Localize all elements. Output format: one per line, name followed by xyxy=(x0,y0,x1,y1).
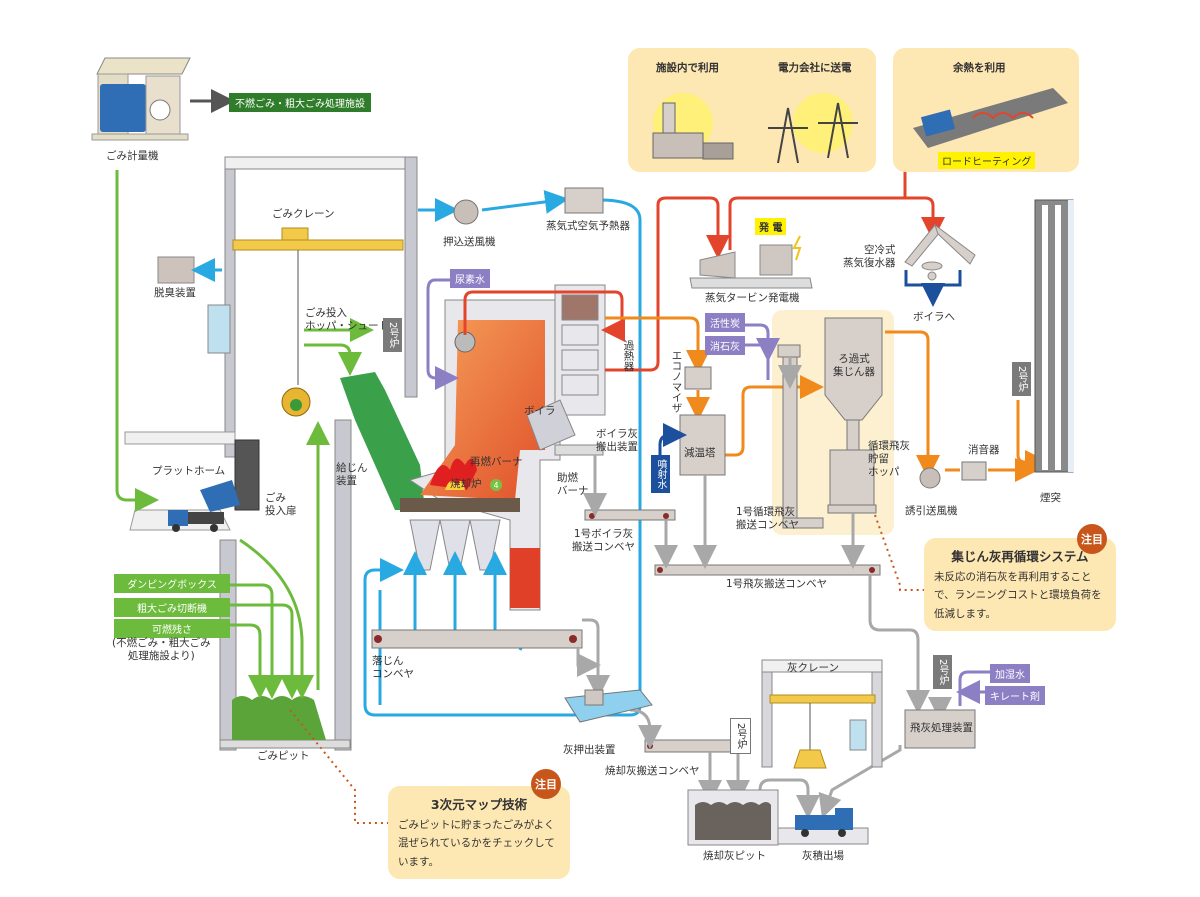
ash-crane-label: 灰クレーン xyxy=(787,662,839,674)
boiler-ash-conv-label: 1号ボイラ灰 搬送コンベヤ xyxy=(572,528,635,554)
boiler-tower xyxy=(554,284,606,416)
unit2-tag-a: 2号炉 xyxy=(383,318,402,353)
air-preheater-label: 蒸気式空気予熱器 xyxy=(546,220,630,232)
chelate-tag: キレート剤 xyxy=(985,686,1045,705)
fly-ash-treatment-label: 飛灰処理装置 xyxy=(910,722,973,734)
deodorizer-label: 脱臭装置 xyxy=(154,287,196,299)
boiler-ash-out-label: ボイラ灰 搬出装置 xyxy=(596,428,638,454)
air-condenser-icon xyxy=(904,223,976,281)
generation-tag: 発 電 xyxy=(755,218,787,235)
recirc-attention-badge: 注目 xyxy=(1077,524,1107,554)
urea-tag: 尿素水 xyxy=(450,269,490,288)
silencer-icon xyxy=(961,461,987,481)
crane-label: ごみクレーン xyxy=(272,208,335,220)
conveyors xyxy=(371,509,881,753)
ash-pusher-icon xyxy=(564,689,653,723)
furnace xyxy=(400,299,561,611)
garbage-pile xyxy=(232,696,326,740)
map3d-note-title: 3次元マップ技術 xyxy=(430,797,528,812)
spray-water-tag: 噴射水 xyxy=(651,455,670,493)
recirc-note: 集じん灰再循環システム 未反応の消石灰を再利用すること で、ランニングコストと環… xyxy=(924,538,1116,631)
platform-label: プラットホーム xyxy=(152,465,226,477)
stack-label: 煙突 xyxy=(1040,492,1061,504)
circ-hopper-label: 循環飛灰 貯留 ホッパ xyxy=(868,440,910,479)
map3d-note-body: ごみピットに貯まったごみがよく 混ぜられているかをチェックして います。 xyxy=(398,818,555,868)
boiler-label: ボイラ xyxy=(524,405,556,417)
power-use-panel: 施設内で利用 電力会社に送電 xyxy=(628,48,876,172)
air-preheater-icon xyxy=(564,187,604,214)
ash-pusher-label: 灰押出装置 xyxy=(563,744,616,756)
cooling-tower-label: 減温塔 xyxy=(684,447,716,459)
push-fan-icon xyxy=(453,199,479,225)
cooling-tower-icon xyxy=(679,414,726,476)
weighbridge-icon xyxy=(91,57,191,141)
bag-filter-icon xyxy=(824,317,883,514)
map3d-note: 3次元マップ技術 ごみピットに貯まったごみがよく 混ぜられているかをチェックして… xyxy=(388,786,570,879)
hopper-chute xyxy=(340,372,425,510)
drop-conv-label: 落じん コンベヤ xyxy=(372,655,414,681)
economizer-icon xyxy=(684,366,712,390)
weighbridge-label: ごみ計量機 xyxy=(106,150,159,162)
feeder-label: 給じん 装置 xyxy=(336,462,368,488)
induced-fan-label: 誘引送風機 xyxy=(905,505,958,517)
heat-use-title: 余熱を利用 xyxy=(953,62,1006,74)
ash-loading-label: 灰積出場 xyxy=(802,850,844,862)
deodorizer-icon xyxy=(157,256,195,284)
aux-burner-label: 助燃 バーナ xyxy=(557,472,589,498)
slaked-lime-tag: 消石灰 xyxy=(705,336,745,355)
push-fan-label: 押込送風機 xyxy=(443,236,496,248)
pit-label: ごみピット xyxy=(257,750,310,762)
fly-ash-treatment-icon xyxy=(904,709,976,749)
use-in-facility-label: 施設内で利用 xyxy=(656,62,719,74)
recirc-note-body: 未反応の消石灰を再利用すること で、ランニングコストと環境負荷を 低減します。 xyxy=(934,570,1102,620)
bag-filter-label: ろ過式 集じん器 xyxy=(833,353,875,379)
silencer-label: 消音器 xyxy=(968,444,1000,456)
road-heating-icon xyxy=(913,88,1068,148)
map3d-attention-badge: 注目 xyxy=(531,769,561,799)
unit2-tag-c: 2号炉 xyxy=(730,718,751,755)
dump-truck-icon xyxy=(168,480,240,532)
recirc-note-title: 集じん灰再循環システム xyxy=(951,549,1089,564)
input-note: (不燃ごみ・粗大ごみ 処理施設より) xyxy=(112,637,211,663)
road-heating-tag: ロードヒーティング xyxy=(938,152,1036,169)
circ-conv-label: 1号循環飛灰 搬送コンベヤ xyxy=(736,506,799,532)
crane-icon xyxy=(232,227,404,417)
humid-water-tag: 加湿水 xyxy=(990,664,1030,683)
input-dumping-box: ダンピングボックス xyxy=(114,574,230,593)
hopper-chute-label: ごみ投入 ホッパ・シュート xyxy=(305,307,389,333)
turbine-icon xyxy=(689,235,813,289)
superheater-label: 過熱器 xyxy=(622,340,635,372)
turbine-label: 蒸気タービン発電機 xyxy=(705,292,800,304)
fly-ash-conv-label: 1号飛灰搬送コンベヤ xyxy=(726,578,828,590)
bottom-ash-conv-label: 焼却灰搬送コンベヤ xyxy=(605,765,700,777)
input-combustible-residue: 可燃残さ xyxy=(114,619,230,638)
transmit-label: 電力会社に送電 xyxy=(778,62,852,74)
input-bulky-cutter: 粗大ごみ切断機 xyxy=(114,598,230,617)
unit2-tag-b: 2号炉 xyxy=(1012,362,1031,397)
non-burnable-facility-tag: 不燃ごみ・粗大ごみ処理施設 xyxy=(229,93,371,112)
ash-crane-icon xyxy=(761,659,883,769)
unit2-tag-d: 2号炉 xyxy=(933,655,952,690)
ash-pit-label: 焼却灰ピット xyxy=(703,850,766,862)
heat-use-panel: 余熱を利用 xyxy=(893,48,1079,172)
reburner-label: 再燃バーナ xyxy=(470,456,523,468)
dump-door-label: ごみ 投入扉 xyxy=(265,492,297,518)
incinerator-label: 焼却炉 xyxy=(450,478,482,490)
activated-carbon-tag: 活性炭 xyxy=(705,313,745,332)
incinerator-number: 4 xyxy=(490,479,502,491)
power-icons xyxy=(652,93,858,164)
stack-icon xyxy=(1034,199,1074,473)
economizer-label: エコノマイザ xyxy=(670,350,683,413)
induced-fan-icon xyxy=(919,467,941,489)
to-boiler-label: ボイラへ xyxy=(913,311,955,323)
air-condenser-label: 空冷式 蒸気復水器 xyxy=(843,244,896,270)
ash-truck-icon xyxy=(795,808,853,837)
